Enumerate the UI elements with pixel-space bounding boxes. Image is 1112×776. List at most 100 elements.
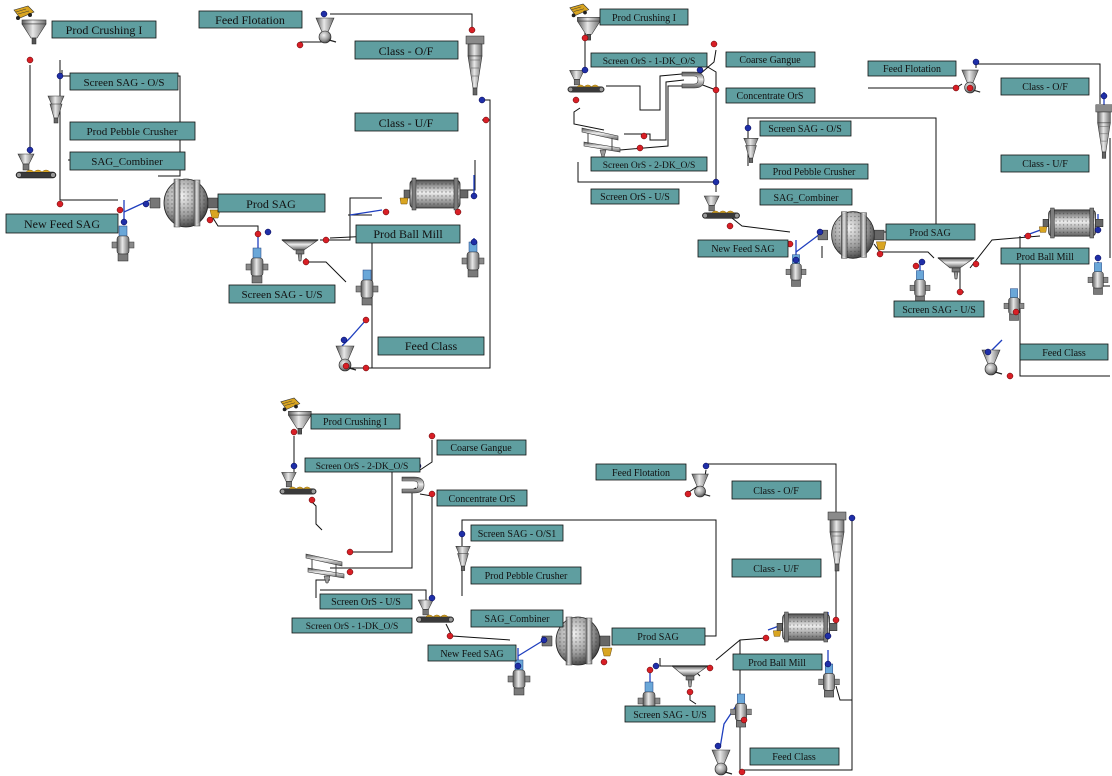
label-screen-sag-us: Screen SAG - U/S	[228, 284, 336, 304]
svg-text:Concentrate OrS: Concentrate OrS	[737, 91, 804, 102]
hopper-icon	[13, 5, 47, 45]
label-feed-class: Feed Class	[1019, 343, 1109, 361]
label-feed-flotation: Feed Flotation	[595, 463, 687, 481]
svg-text:Prod Ball Mill: Prod Ball Mill	[373, 227, 443, 241]
label-prod-ball-mill: Prod Ball Mill	[355, 224, 461, 244]
svg-text:Feed Flotation: Feed Flotation	[883, 64, 941, 75]
label-screen-sag-os: Screen SAG - O/S	[759, 120, 852, 137]
pump-icon	[730, 693, 752, 728]
label-class-uf: Class - U/F	[354, 112, 459, 132]
label-class-of: Class - O/F	[354, 40, 459, 60]
label-prod-crushing: Prod Crushing I	[51, 20, 157, 39]
sump-icon	[315, 17, 337, 44]
cone-crusher-icon	[743, 138, 759, 163]
splitter-icon	[681, 71, 705, 89]
label-prod-pebble-crusher: Prod Pebble Crusher	[759, 163, 869, 180]
conveyor-icon	[279, 472, 317, 495]
svg-text:Prod Pebble Crusher: Prod Pebble Crusher	[773, 167, 856, 178]
label-screen-sag-us: Screen SAG - U/S	[893, 300, 985, 318]
svg-text:Screen SAG - O/S: Screen SAG - O/S	[768, 124, 842, 135]
label-screen-ors-us: Screen OrS - U/S	[319, 593, 413, 610]
flowsheet-diagram-c: Prod Crushing I Coarse Gangue Screen OrS…	[279, 397, 856, 776]
svg-text:Class - O/F: Class - O/F	[379, 44, 434, 58]
svg-text:Feed Flotation: Feed Flotation	[612, 468, 670, 479]
label-coarse-gangue: Coarse Gangue	[436, 439, 527, 456]
svg-text:New Feed SAG: New Feed SAG	[24, 217, 100, 231]
label-prod-crushing: Prod Crushing I	[599, 8, 689, 26]
vibrating-screen-icon	[671, 665, 709, 688]
cyclone-icon	[827, 511, 847, 572]
conveyor-icon	[567, 70, 605, 93]
pump-icon	[909, 270, 931, 303]
label-prod-sag: Prod SAG	[217, 193, 326, 213]
label-concentrate-ors: Concentrate OrS	[725, 87, 816, 104]
stream-ports-diagram-c	[290, 428, 856, 776]
pump-icon	[355, 269, 379, 306]
label-screen-ors-1dk-os: Screen OrS - 1-DK_O/S	[590, 52, 708, 68]
svg-text:Prod SAG: Prod SAG	[246, 197, 296, 211]
svg-text:Screen OrS - 2-DK_O/S: Screen OrS - 2-DK_O/S	[316, 462, 409, 472]
ball-mill-icon	[1038, 207, 1104, 239]
conveyor-icon	[702, 195, 740, 219]
label-feed-class: Feed Class	[377, 336, 485, 356]
svg-text:Class - O/F: Class - O/F	[1022, 82, 1068, 93]
svg-text:New Feed SAG: New Feed SAG	[440, 649, 503, 660]
sump-icon	[981, 349, 1003, 376]
svg-text:Prod SAG: Prod SAG	[637, 632, 678, 643]
svg-text:Prod SAG: Prod SAG	[909, 228, 950, 239]
svg-text:Prod Crushing I: Prod Crushing I	[323, 417, 387, 428]
label-new-feed-sag: New Feed SAG	[5, 213, 119, 234]
vibrating-screen-icon	[937, 257, 975, 280]
label-sag-combiner: SAG_Combiner	[759, 188, 853, 206]
svg-text:Prod Crushing I: Prod Crushing I	[612, 13, 676, 24]
label-prod-sag: Prod SAG	[885, 223, 976, 241]
label-concentrate-ors: Concentrate OrS	[436, 489, 528, 507]
svg-text:SAG_Combiner: SAG_Combiner	[91, 156, 163, 168]
ball-mill-icon	[399, 177, 469, 211]
label-prod-ball-mill: Prod Ball Mill	[732, 653, 823, 671]
label-feed-flotation: Feed Flotation	[867, 60, 957, 77]
label-feed-class: Feed Class	[749, 747, 840, 766]
svg-text:Prod Ball Mill: Prod Ball Mill	[1016, 252, 1074, 263]
conveyor-icon	[416, 599, 454, 623]
label-coarse-gangue: Coarse Gangue	[725, 51, 816, 68]
svg-text:Prod Ball Mill: Prod Ball Mill	[748, 658, 806, 669]
label-sag-combiner: SAG_Combiner	[69, 151, 186, 171]
label-feed-flotation: Feed Flotation	[198, 10, 303, 29]
label-screen-ors-2dk-os: Screen OrS - 2-DK_O/S	[590, 156, 708, 172]
label-prod-pebble-crusher: Prod Pebble Crusher	[470, 566, 582, 585]
sump-icon	[691, 473, 711, 498]
flowsheet-diagram-b: Prod Crushing I Screen OrS - 1-DK_O/S Co…	[567, 3, 1112, 380]
label-screen-ors-2dk-os: Screen OrS - 2-DK_O/S	[304, 457, 421, 473]
pump-icon	[1087, 262, 1109, 295]
pump-icon	[461, 241, 485, 278]
svg-text:Prod Pebble Crusher: Prod Pebble Crusher	[86, 126, 177, 138]
svg-text:Screen SAG - U/S: Screen SAG - U/S	[242, 289, 323, 301]
label-prod-pebble-crusher: Prod Pebble Crusher	[69, 121, 196, 141]
svg-text:Screen OrS - 1-DK_O/S: Screen OrS - 1-DK_O/S	[306, 622, 399, 632]
svg-text:Concentrate OrS: Concentrate OrS	[449, 494, 516, 505]
svg-text:Screen SAG - U/S: Screen SAG - U/S	[902, 305, 976, 316]
svg-text:Screen OrS - 1-DK_O/S: Screen OrS - 1-DK_O/S	[603, 57, 696, 67]
hopper-icon	[280, 397, 312, 435]
label-sag-combiner: SAG_Combiner	[470, 609, 564, 628]
sag-mill-icon	[817, 211, 887, 259]
svg-text:SAG_Combiner: SAG_Combiner	[485, 614, 551, 625]
cyclone-icon	[465, 35, 485, 96]
stream-ports-diagram-a	[26, 10, 490, 372]
svg-text:Prod Pebble Crusher: Prod Pebble Crusher	[485, 571, 568, 582]
label-screen-ors-1dk-os: Screen OrS - 1-DK_O/S	[291, 617, 413, 634]
cone-crusher-icon	[455, 546, 471, 571]
cone-crusher-icon	[47, 95, 65, 124]
svg-text:Screen SAG - O/S: Screen SAG - O/S	[84, 77, 165, 89]
label-class-uf: Class - U/F	[1000, 154, 1090, 173]
svg-text:Coarse Gangue: Coarse Gangue	[739, 55, 801, 66]
svg-text:SAG_Combiner: SAG_Combiner	[774, 193, 840, 204]
svg-text:Screen OrS - 2-DK_O/S: Screen OrS - 2-DK_O/S	[603, 161, 696, 171]
svg-text:Prod Crushing I: Prod Crushing I	[66, 23, 143, 37]
flowsheet-diagram-a: Prod Crushing I Feed Flotation Class - O…	[5, 5, 491, 372]
pump-icon	[245, 247, 269, 284]
streams-diagram-b	[573, 32, 1111, 377]
label-screen-ors-us: Screen OrS - U/S	[590, 188, 680, 205]
